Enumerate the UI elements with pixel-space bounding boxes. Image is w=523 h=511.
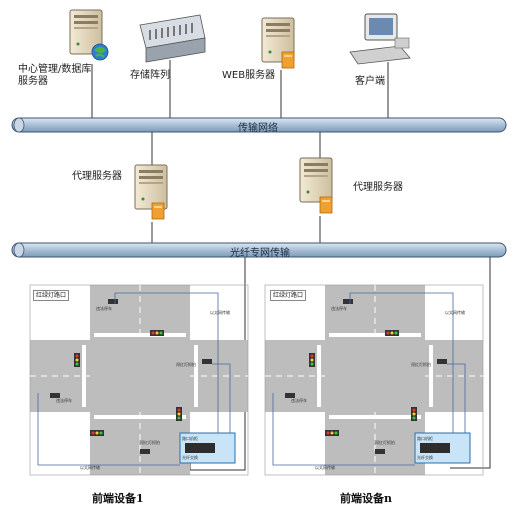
computer-icon	[349, 13, 411, 65]
proxy-server-left-label: 代理服务器	[72, 171, 122, 182]
left-tiny-label-2: 闯红灯抓拍	[176, 362, 196, 367]
right-tiny-label-8: 闯红灯抓拍	[375, 440, 395, 445]
road-cabinet	[179, 432, 236, 464]
fiber-network-label: 光纤专网传输	[230, 248, 290, 259]
center-server	[69, 9, 109, 61]
fiber-network-bus	[11, 242, 507, 258]
right-tiny-label-6: 以太网传输	[315, 465, 335, 470]
traffic-light-icons	[309, 330, 417, 436]
intersection-right-corner-label: 红绿灯路口	[270, 290, 307, 301]
storage-array-icon	[139, 14, 206, 63]
right-tiny-label-5: 以太网传输	[445, 310, 465, 315]
server-tower-icon	[134, 164, 168, 210]
intersection-road	[264, 284, 484, 476]
intersection-road	[29, 284, 249, 476]
left-tiny-label-4: 光纤交换	[182, 455, 198, 460]
orange-module-icon	[281, 51, 295, 69]
orange-module-icon	[319, 196, 333, 214]
left-tiny-label-1: 违法停车	[96, 306, 112, 311]
orange-module-icon	[151, 202, 165, 220]
right-tiny-label-2: 闯红灯抓拍	[411, 362, 431, 367]
left-tiny-label-3: 路口机柜	[182, 436, 198, 441]
right-tiny-label-4: 光纤交换	[417, 455, 433, 460]
ethernet-wires	[37, 292, 231, 466]
globe-icon	[91, 43, 109, 61]
server-connectors	[91, 60, 389, 118]
right-tiny-label-1: 违法停车	[331, 306, 347, 311]
left-tiny-label-8: 闯红灯抓拍	[140, 440, 160, 445]
intersection-left-corner-label: 红绿灯路口	[33, 290, 70, 301]
proxy-to-fiber-connectors	[151, 216, 321, 243]
proxy-connectors	[151, 132, 321, 166]
left-tiny-label-7: 违法停车	[56, 398, 72, 403]
storage-array-label: 存储阵列	[130, 70, 170, 81]
web-server-label: WEB服务器	[222, 70, 276, 81]
server-tower-icon	[299, 157, 333, 203]
road-cabinet	[414, 432, 471, 464]
right-tiny-label-7: 违法停车	[291, 398, 307, 403]
transport-network-bus	[11, 117, 507, 133]
transport-network-label: 传输网络	[238, 123, 278, 134]
center-server-label: 中心管理/数据库 服务器	[18, 64, 92, 87]
intersection-right	[264, 284, 484, 476]
camera-icons	[50, 299, 212, 454]
proxy-server-right-label: 代理服务器	[353, 182, 403, 193]
left-tiny-label-5: 以太网传输	[210, 310, 230, 315]
intersection-right-caption: 前端设备n	[340, 492, 392, 505]
traffic-light-icons	[74, 330, 182, 436]
intersection-left-caption: 前端设备1	[92, 492, 144, 505]
web-server	[261, 17, 295, 69]
storage-array	[139, 14, 206, 63]
intersection-left	[29, 284, 249, 476]
client-label: 客户端	[355, 76, 385, 87]
camera-icons	[285, 299, 447, 454]
ethernet-wires	[272, 292, 466, 466]
right-tiny-label-3: 路口机柜	[417, 436, 433, 441]
proxy-server-left	[134, 164, 168, 220]
client-computer	[349, 13, 411, 65]
proxy-server-right	[299, 157, 333, 214]
left-tiny-label-6: 以太网传输	[80, 465, 100, 470]
